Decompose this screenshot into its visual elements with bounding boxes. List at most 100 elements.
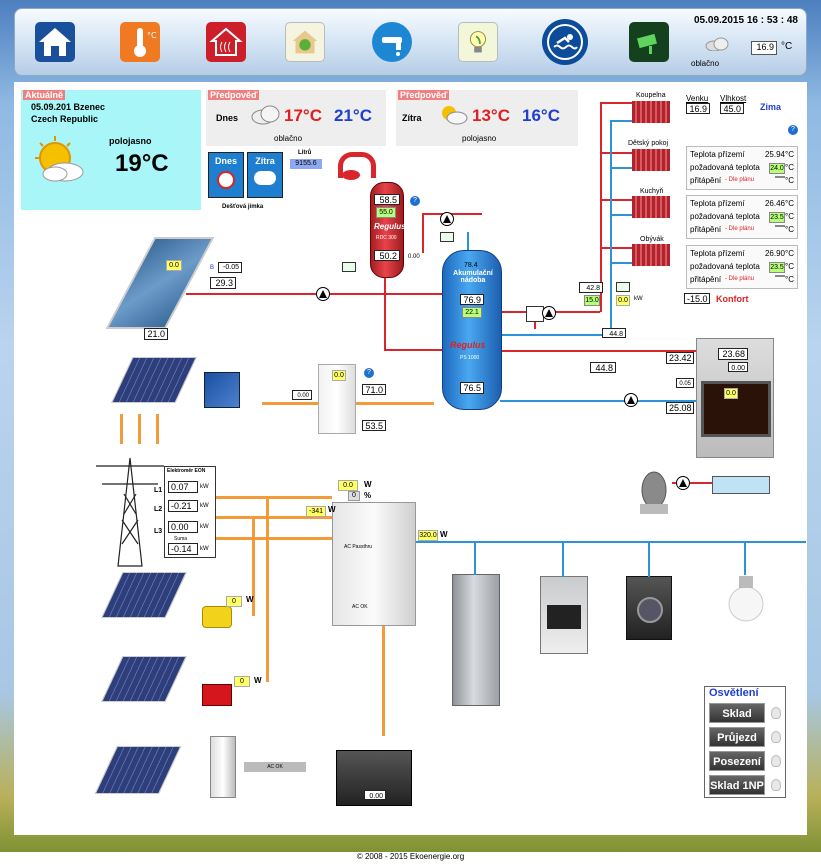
camera-icon[interactable] [629, 22, 669, 62]
solar-flow: -0.05 [218, 262, 242, 273]
current-country: Czech Republic [31, 114, 99, 124]
current-condition: polojasno [109, 136, 152, 146]
room-heat-indicator[interactable] [775, 225, 785, 227]
hybrid-inverter [332, 502, 416, 626]
pool-pump[interactable] [676, 476, 690, 490]
pipe-boiler-return [384, 255, 386, 350]
header-weather: oblačno [691, 59, 720, 68]
checkbox-icon[interactable] [616, 282, 630, 292]
checkbox-icon[interactable] [440, 232, 454, 242]
cloud-icon [705, 37, 731, 52]
checkbox-icon[interactable] [342, 262, 356, 272]
light-prujezd-button[interactable]: Průjezd [709, 727, 765, 747]
room-req[interactable]: 23.5 [769, 262, 785, 273]
top-toolbar: °C 05.09.2015 16 : 53 : 48 oblačno 16.9 … [14, 8, 807, 76]
room-unit: °C [785, 212, 794, 221]
venku-value: 16.9 [686, 103, 710, 114]
power-line-micro1 [252, 516, 255, 616]
light-sklad-button[interactable]: Sklad [709, 703, 765, 723]
house-heat-icon[interactable] [206, 22, 246, 62]
washer-drum [637, 597, 663, 623]
room-req[interactable]: 23.5 [769, 212, 785, 223]
boiler-pump[interactable] [440, 212, 454, 226]
season-label: Zima [760, 102, 782, 112]
room-temp: 25.94 [764, 150, 785, 159]
header-temp-unit: °C [781, 41, 793, 52]
pv-inverter [204, 372, 240, 408]
pipe-heating-return [500, 334, 612, 336]
rain-today-button[interactable]: Dnes [208, 152, 244, 198]
bulb-icon[interactable] [458, 22, 498, 62]
room-heat-note: - Dle plánu [725, 177, 755, 183]
home-icon[interactable] [35, 22, 75, 62]
pipe-boiler-link [384, 349, 444, 351]
room-obyvak-panel: Teplota přízemí 26.90 °C požadovaná tepl… [686, 245, 798, 289]
meter-unit: kW [200, 484, 209, 490]
fireplace-pipe-temp: 44.8 [590, 362, 616, 373]
pool [712, 476, 770, 494]
rain-tomorrow-button[interactable]: Zítra [247, 152, 283, 198]
light-posezeni-button[interactable]: Posezení [709, 751, 765, 771]
pipe-rad3-ret [610, 214, 632, 216]
fireplace-mid: 0.05 [676, 378, 694, 388]
heatpump-out: 71.0 [362, 384, 386, 395]
pipe-heating-return-riser [610, 120, 612, 334]
power-line-c [156, 414, 159, 444]
room-heat-note: - Dle plánu [725, 276, 755, 282]
cloud-icon [250, 104, 280, 126]
power-line-a [120, 414, 123, 444]
pv-panel-2 [101, 572, 187, 618]
pv-panel-1 [111, 357, 197, 403]
inverter-label: AC Passthru [344, 544, 373, 550]
pipe-rad3 [600, 199, 632, 201]
room-heat-indicator[interactable] [775, 275, 785, 277]
help-icon[interactable]: ? [410, 196, 420, 206]
pipe-ac-bulb [744, 541, 746, 575]
tank-bottom-temp: 76.5 [460, 382, 484, 394]
inverter-pct-unit: % [364, 491, 372, 500]
pipe-ac-fridge [474, 541, 476, 575]
solar-pump[interactable] [316, 287, 330, 301]
room-name-obyvak: Obývák [640, 236, 664, 243]
heating-pump[interactable] [542, 306, 556, 320]
room-temp-label: Teplota přízemí [690, 249, 745, 258]
room-temp: 26.90 [764, 249, 785, 258]
swimmer-icon[interactable] [542, 19, 588, 65]
inverter-out-unit: W [440, 530, 448, 539]
inverter-status: AC OK [352, 604, 368, 610]
current-date: 05.09.201 Bzenec [31, 102, 106, 112]
pool-filter-icon [636, 466, 672, 516]
room-temp: 26.46 [764, 199, 785, 208]
power-pylon-icon [92, 454, 168, 570]
litry-label: Litrů [298, 150, 312, 156]
tank-mid2: 22.1 [462, 307, 482, 318]
current-weather-panel: Aktuálně 05.09.201 Bzenec Czech Republic… [21, 90, 201, 210]
solar-collector [105, 237, 215, 329]
room-heat-indicator[interactable] [775, 176, 785, 178]
fireplace-val: 0.00 [728, 362, 748, 372]
solar-power: 0.0 [166, 260, 182, 271]
thermometer-icon[interactable]: °C [120, 22, 160, 62]
light-sklad1np-button[interactable]: Sklad 1NP [709, 775, 765, 795]
help-icon[interactable]: ? [788, 125, 798, 135]
tank-mid-temp: 76.9 [460, 294, 484, 305]
charger-status: AC OK [244, 762, 306, 772]
fireplace-pump[interactable] [624, 393, 638, 407]
comfort-label[interactable]: Konfort [716, 294, 749, 304]
water-tap-icon[interactable] [372, 22, 412, 62]
pipe-ac-washer [648, 541, 650, 577]
fireplace-return: 25.08 [666, 402, 694, 414]
help-icon[interactable]: ? [364, 368, 374, 378]
pipe-rad1-ret [610, 120, 632, 122]
meter-unit: kW [200, 524, 209, 530]
heating-return-temp: 44.8 [602, 328, 626, 338]
pipe-rad2 [600, 152, 632, 154]
led-bulb-icon [726, 574, 766, 630]
washing-machine [626, 576, 672, 640]
eco-house-icon[interactable] [285, 22, 325, 62]
pipe-fireplace-supply [500, 350, 696, 352]
room-req[interactable]: 24.0 [769, 163, 785, 174]
main-panel: Aktuálně 05.09.201 Bzenec Czech Republic… [14, 82, 807, 835]
pipe-rad4 [600, 247, 632, 249]
meter-l3: 0.00 [168, 521, 198, 533]
